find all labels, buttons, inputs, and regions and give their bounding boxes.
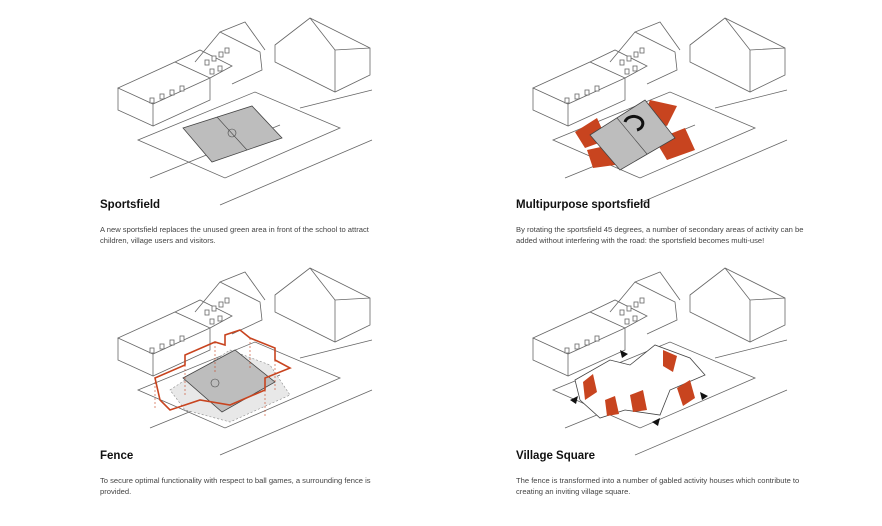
panel-title-village-square: Village Square — [516, 450, 596, 462]
fence-drawing — [117, 267, 373, 456]
village-square-drawing — [532, 267, 788, 456]
panel-title-fence: Fence — [100, 450, 134, 462]
panel-title-multipurpose: Multipurpose sportsfield — [516, 199, 651, 211]
multipurpose-sportsfield-drawing — [532, 17, 788, 206]
sportsfield-drawing — [117, 17, 373, 206]
panel-text-sportsfield: A new sportsfield replaces the unused gr… — [100, 225, 369, 245]
panel-text-multipurpose: By rotating the sportsfield 45 degrees, … — [516, 225, 804, 245]
panel-title-sportsfield: Sportsfield — [100, 199, 161, 211]
panel-text-fence: To secure optimal functionality with res… — [100, 476, 371, 496]
panel-text-village-square: The fence is transformed into a number o… — [516, 476, 800, 496]
